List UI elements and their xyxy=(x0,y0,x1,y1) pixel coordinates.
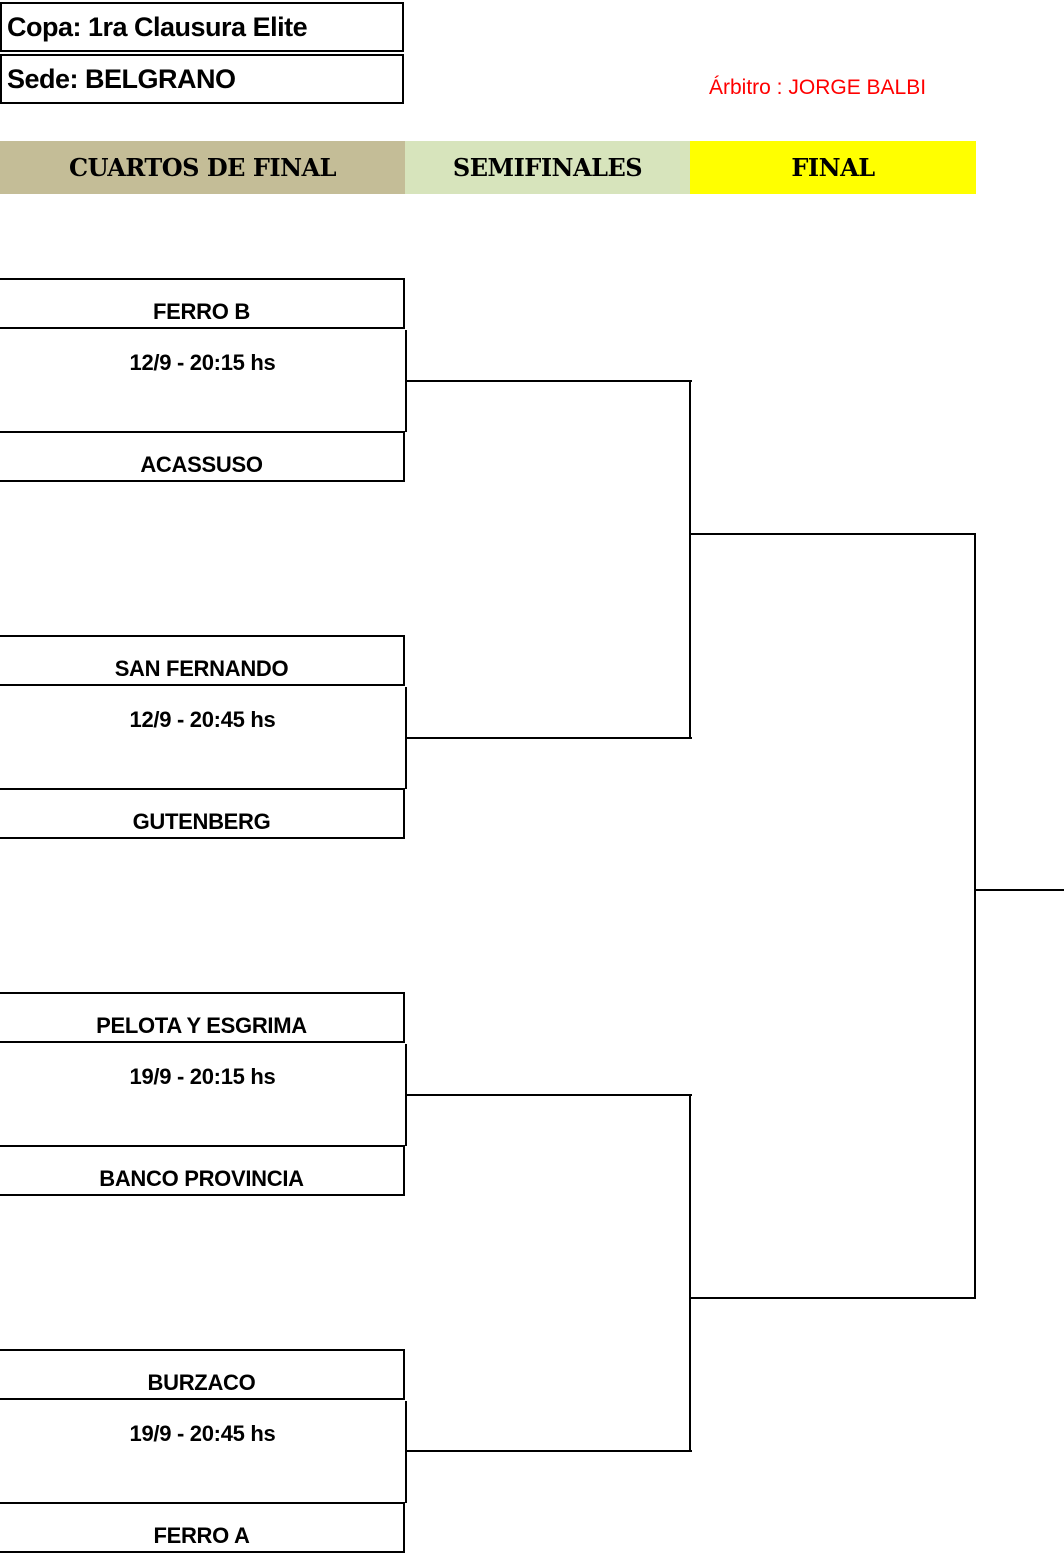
connector-line xyxy=(405,1094,692,1096)
match-date: 12/9 - 20:15 hs xyxy=(0,330,407,432)
sede-title: Sede: BELGRANO xyxy=(0,54,404,104)
round-header-final: FINAL xyxy=(690,141,976,194)
connector-line xyxy=(974,533,976,1299)
connector-line xyxy=(405,1450,692,1452)
copa-title: Copa: 1ra Clausura Elite xyxy=(0,2,404,52)
connector-line xyxy=(689,380,691,739)
team-cell: PELOTA Y ESGRIMA xyxy=(0,992,405,1043)
referee-label: Árbitro : JORGE BALBI xyxy=(709,76,927,99)
round-header-semifinales: SEMIFINALES xyxy=(405,141,690,194)
connector-line xyxy=(689,533,976,535)
team-cell: GUTENBERG xyxy=(0,788,405,839)
team-cell: ACASSUSO xyxy=(0,431,405,482)
match-date: 19/9 - 20:45 hs xyxy=(0,1401,407,1503)
team-cell: BANCO PROVINCIA xyxy=(0,1145,405,1196)
team-cell: SAN FERNANDO xyxy=(0,635,405,686)
connector-line xyxy=(405,380,692,382)
connector-line xyxy=(689,1094,691,1452)
match-date: 19/9 - 20:15 hs xyxy=(0,1044,407,1146)
connector-line xyxy=(689,1297,976,1299)
round-header-cuartos: CUARTOS DE FINAL xyxy=(0,141,405,194)
team-cell: FERRO A xyxy=(0,1502,405,1553)
match-date: 12/9 - 20:45 hs xyxy=(0,687,407,789)
team-cell: FERRO B xyxy=(0,278,405,329)
connector-line xyxy=(974,889,1064,891)
connector-line xyxy=(405,737,692,739)
team-cell: BURZACO xyxy=(0,1349,405,1400)
